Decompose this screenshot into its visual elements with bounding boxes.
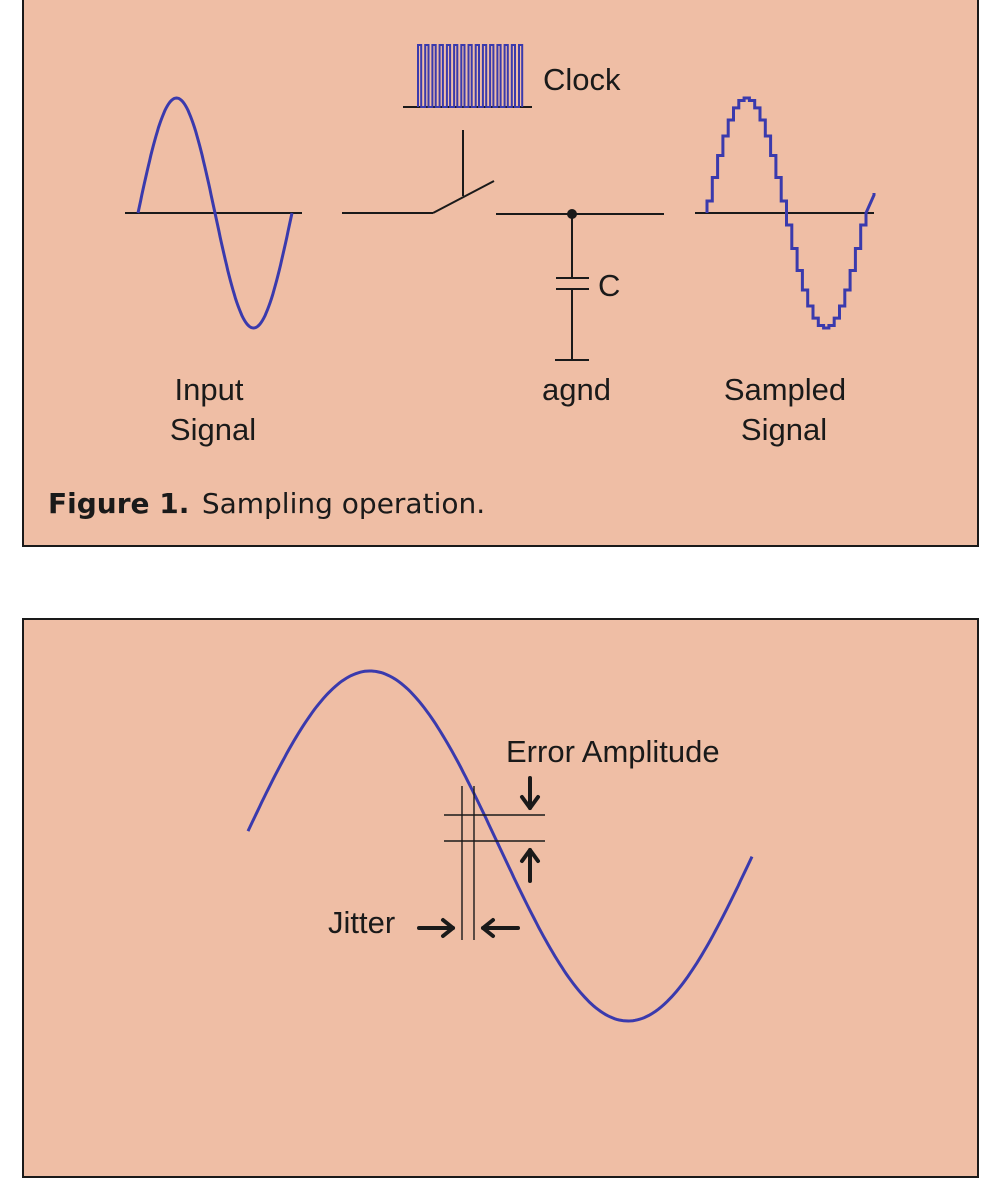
input-label-line1: Input — [175, 372, 244, 407]
clock-pulses — [417, 44, 524, 108]
figure-2-panel — [22, 618, 979, 1178]
input-label-line2: Signal — [170, 412, 256, 447]
jitter-label: Jitter — [328, 905, 395, 940]
error-arrow-down — [520, 776, 540, 810]
sampled-label-line1: Sampled — [724, 372, 846, 407]
switch-blade — [432, 180, 495, 214]
error-arrow-up — [520, 848, 540, 883]
jitter-arrow-right — [417, 918, 455, 938]
figure-1-caption: Figure 1. Sampling operation. — [48, 487, 485, 520]
sampled-signal-waveform — [705, 96, 876, 330]
sampled-label-line2: Signal — [741, 412, 827, 447]
jitter-waveform — [246, 669, 754, 1023]
capacitor-label: C — [598, 268, 620, 303]
jitter-arrow-left — [481, 918, 520, 938]
clock-label: Clock — [543, 62, 621, 97]
caption-number: Figure 1. — [48, 487, 189, 520]
clock-pulse-train — [417, 44, 524, 108]
ground-label: agnd — [542, 372, 611, 407]
error-amplitude-label: Error Amplitude — [506, 734, 720, 769]
input-signal-waveform — [136, 96, 294, 330]
caption-text: Sampling operation. — [202, 487, 485, 520]
